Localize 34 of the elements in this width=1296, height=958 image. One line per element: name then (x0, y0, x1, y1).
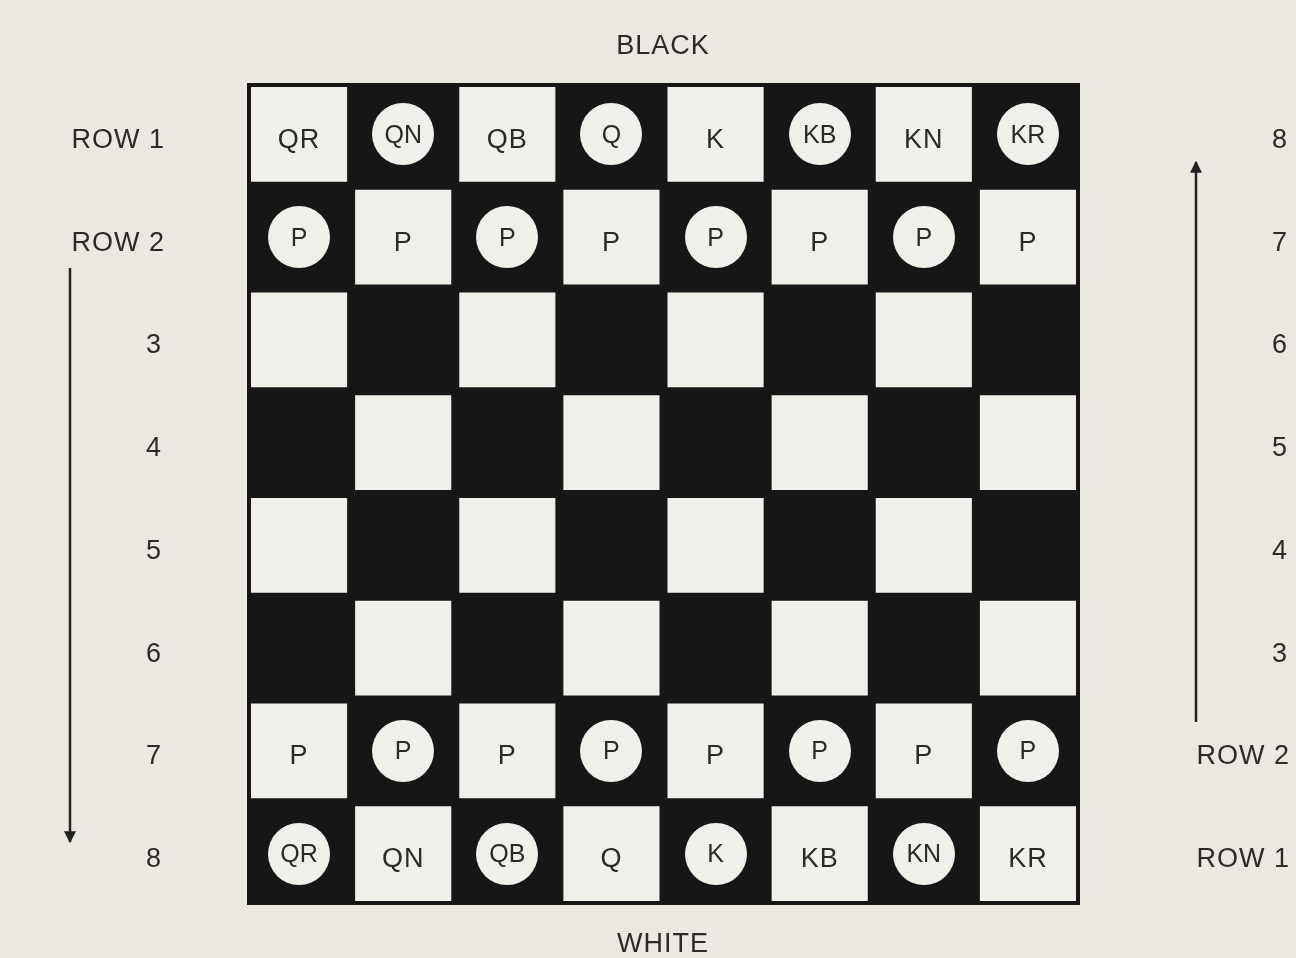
row-label: 6 (1272, 331, 1289, 359)
row-label: 4 (146, 434, 162, 462)
piece-label: QN (381, 845, 425, 873)
row-label: 4 (1272, 536, 1289, 564)
piece-label: QR (277, 125, 321, 153)
piece-label: Q (600, 845, 623, 873)
row-label: ROW 2 (71, 228, 165, 256)
row-label: 3 (1272, 639, 1289, 667)
piece-label: P (706, 742, 726, 770)
piece-label: P (914, 742, 934, 770)
row-label: 3 (146, 331, 162, 359)
row-label: 7 (146, 742, 162, 770)
row-label: ROW 2 (1196, 742, 1290, 770)
piece-label: P (1018, 228, 1038, 256)
row-label: 5 (146, 536, 162, 564)
piece-label: QB (486, 125, 528, 153)
piece-label: KB (800, 845, 839, 873)
row-label: ROW 1 (71, 125, 165, 153)
piece-label: P (810, 228, 830, 256)
row-label: 6 (146, 639, 162, 667)
piece-label: K (706, 125, 726, 153)
side-label: WHITE (617, 929, 709, 957)
row-label: ROW 1 (1196, 845, 1290, 873)
piece-label: P (497, 742, 517, 770)
piece-label: P (393, 228, 413, 256)
piece-label: KR (1008, 845, 1048, 873)
piece-label: P (289, 742, 309, 770)
piece-label: P (601, 228, 621, 256)
row-label: 8 (1272, 125, 1289, 153)
piece-label: KN (904, 125, 944, 153)
side-label: BLACK (616, 31, 710, 59)
row-label: 8 (146, 845, 162, 873)
row-label: 7 (1272, 228, 1289, 256)
row-label: 5 (1272, 434, 1289, 462)
